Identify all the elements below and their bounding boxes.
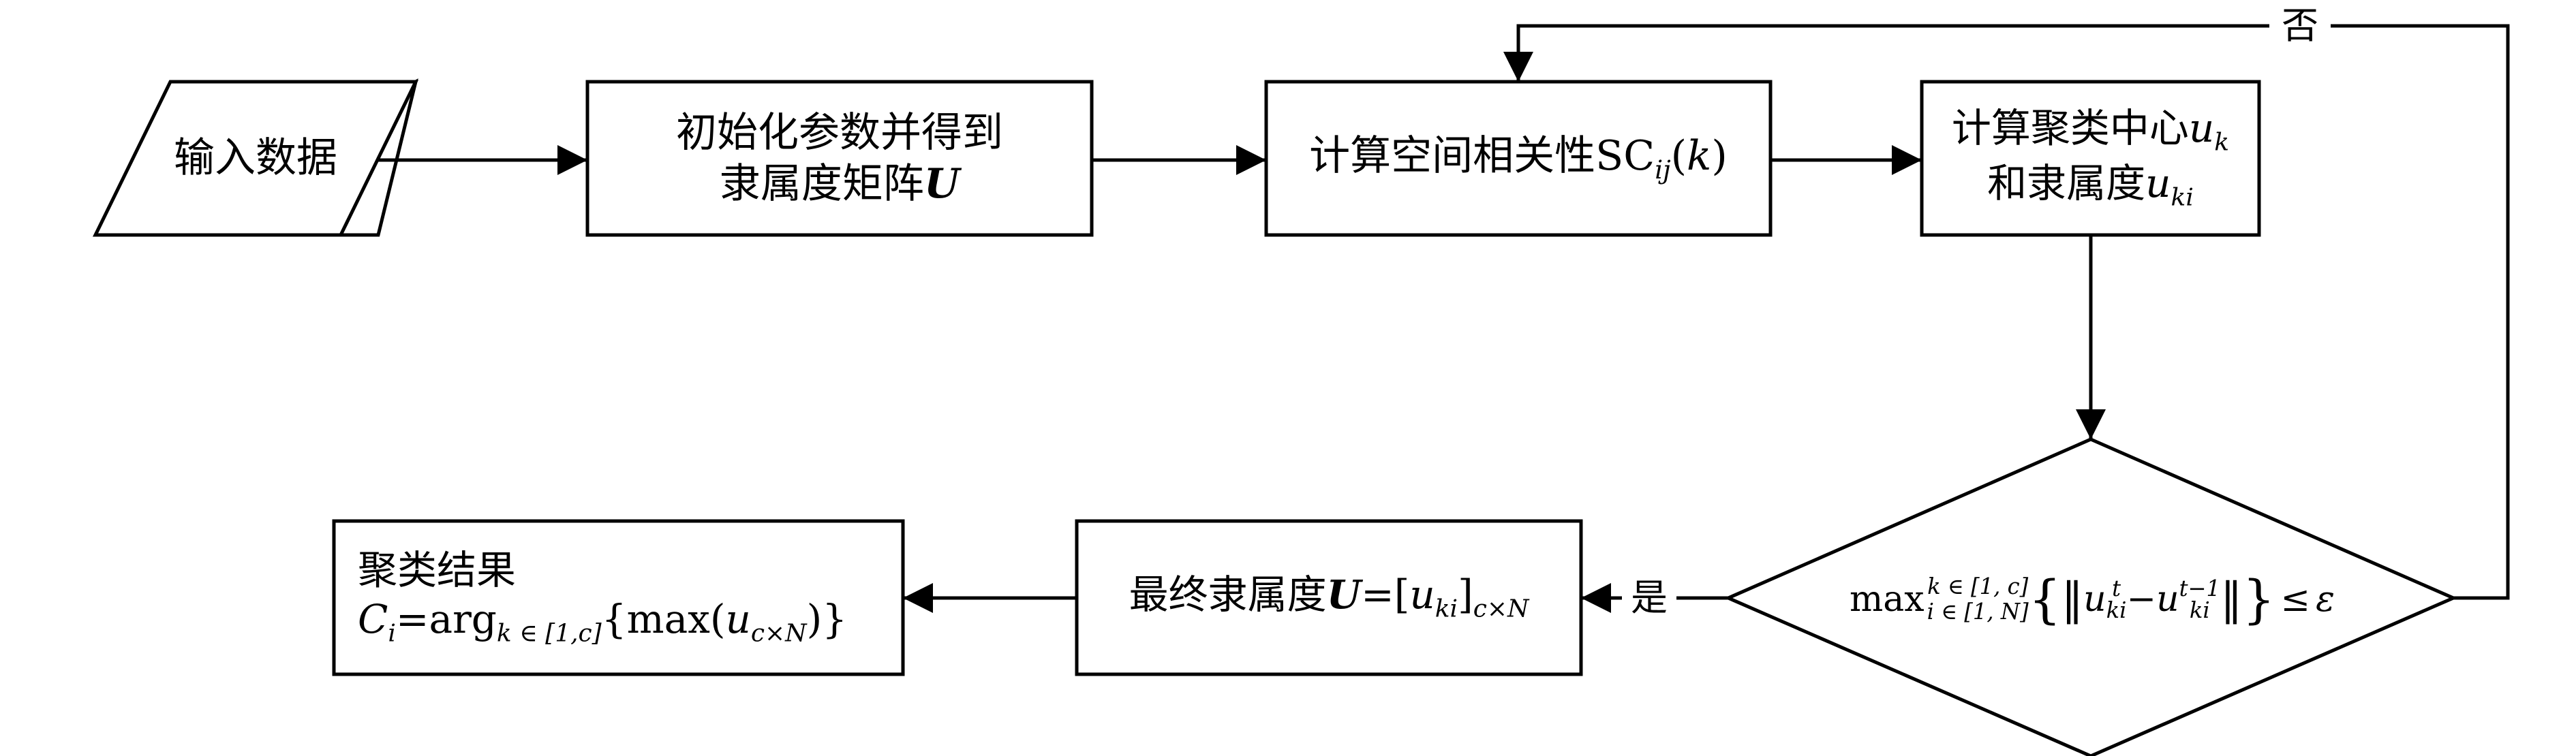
- result-c: C: [358, 596, 388, 643]
- spatial-node-paren-open: (: [1670, 132, 1687, 180]
- decision-u2: u: [2156, 578, 2179, 620]
- edge-label-no: 否: [2269, 3, 2331, 48]
- center-node-line1: 计算聚类中心uk: [1952, 104, 2229, 159]
- decision-rel: ≤: [2280, 578, 2311, 620]
- decision-u1-sup: t: [2112, 575, 2121, 601]
- result-var-sub: c×N: [750, 620, 807, 648]
- result-arg-sub: k ∈ [1,c]: [496, 620, 602, 648]
- decision-u1-sub: ki: [2106, 597, 2127, 623]
- center-node-line1-var: u: [2188, 104, 2215, 151]
- result-body-close: )}: [806, 596, 848, 643]
- yes-label-bg: [1622, 576, 1676, 620]
- result-eq: =arg: [395, 596, 497, 643]
- init-node-line2: 隶属度矩阵U: [720, 159, 960, 210]
- result-node-line1: 聚类结果: [358, 546, 517, 593]
- center-node-line1-text: 计算聚类中心: [1951, 104, 2189, 151]
- center-node-line2-var: u: [2145, 159, 2171, 206]
- edge-label-no-text: 否: [2282, 4, 2318, 48]
- final-node-eq: =[: [1361, 571, 1410, 618]
- center-node-line2-sub: ki: [2171, 183, 2194, 212]
- final-node-dim: c×N: [1473, 595, 1529, 623]
- decision-sub-k: k ∈ [1, c]: [1927, 573, 2029, 599]
- edge-decision-no-loop: [1503, 24, 2510, 600]
- decision-minus: −: [2126, 578, 2157, 620]
- decision-brace-open: {: [2028, 569, 2061, 629]
- decision-node-shape: [1723, 437, 2458, 756]
- decision-node: max k ∈ [1, c] i ∈ [1, N] { ‖ u t ki − u…: [1772, 538, 2412, 661]
- decision-subscripts: k ∈ [1, c] i ∈ [1, N]: [1927, 573, 2029, 625]
- decision-norm-close: ‖: [2220, 573, 2243, 625]
- result-node: 聚类结果 Ci=argk ∈ [1,c]{max(uc×N)}: [358, 521, 896, 674]
- final-node: 最终隶属度U=[uki]c×N: [1077, 521, 1581, 674]
- spatial-node-sc: SC: [1595, 132, 1655, 180]
- spatial-node-arg: k: [1687, 132, 1712, 180]
- result-c-sub: i: [388, 620, 396, 648]
- center-node: 计算聚类中心uk 和隶属度uki: [1922, 82, 2259, 235]
- decision-u2-sub: ki: [2189, 597, 2210, 623]
- input-node-label: 输入数据: [174, 134, 337, 182]
- edge-label-yes: 是: [1622, 576, 1676, 620]
- input-node: 输入数据: [129, 82, 382, 235]
- decision-u2-scripts: t−1 ki: [2179, 575, 2221, 623]
- final-node-var-sub: ki: [1435, 595, 1458, 623]
- final-node-var: u: [1409, 571, 1435, 618]
- result-var: u: [725, 596, 751, 643]
- decision-brace-close: }: [2242, 569, 2275, 629]
- init-node-line1: 初始化参数并得到: [676, 108, 1003, 157]
- init-node-matrix-symbol: U: [923, 159, 960, 208]
- spatial-node-line: 计算空间相关性SCij(k): [1309, 131, 1728, 186]
- decision-eps: ε: [2316, 578, 2335, 620]
- decision-u1: u: [2083, 578, 2106, 620]
- final-node-close: ]: [1458, 571, 1473, 618]
- decision-u2-sup: t−1: [2179, 575, 2221, 601]
- center-node-line2-text: 和隶属度: [1987, 159, 2146, 206]
- input-node-shape-fix: [92, 80, 419, 237]
- result-node-line2: Ci=argk ∈ [1,c]{max(uc×N)}: [358, 595, 847, 650]
- spatial-node-sub: ij: [1655, 155, 1671, 185]
- decision-sub-i: i ∈ [1, N]: [1927, 599, 2029, 625]
- edge-label-yes-text: 是: [1631, 576, 1668, 620]
- init-node-line2-text: 隶属度矩阵: [719, 159, 924, 208]
- decision-u1-scripts: t ki: [2106, 575, 2127, 623]
- init-node: 初始化参数并得到 隶属度矩阵U: [587, 82, 1092, 235]
- spatial-node-text: 计算空间相关性: [1309, 132, 1596, 180]
- final-node-symbol: U: [1326, 571, 1362, 618]
- result-body-open: {max(: [601, 596, 726, 643]
- spatial-node-paren-close: ): [1711, 132, 1728, 180]
- center-node-line1-sub: k: [2214, 128, 2230, 157]
- final-node-line: 最终隶属度U=[uki]c×N: [1129, 570, 1529, 625]
- center-node-line2: 和隶属度uki: [1987, 159, 2194, 214]
- decision-op: max: [1850, 578, 1925, 620]
- decision-norm-open: ‖: [2061, 573, 2084, 625]
- final-node-text: 最终隶属度: [1129, 571, 1327, 618]
- no-label-bg: [2269, 3, 2331, 48]
- decision-node-formula: max k ∈ [1, c] i ∈ [1, N] { ‖ u t ki − u…: [1850, 567, 2335, 631]
- spatial-node: 计算空间相关性SCij(k): [1266, 82, 1770, 235]
